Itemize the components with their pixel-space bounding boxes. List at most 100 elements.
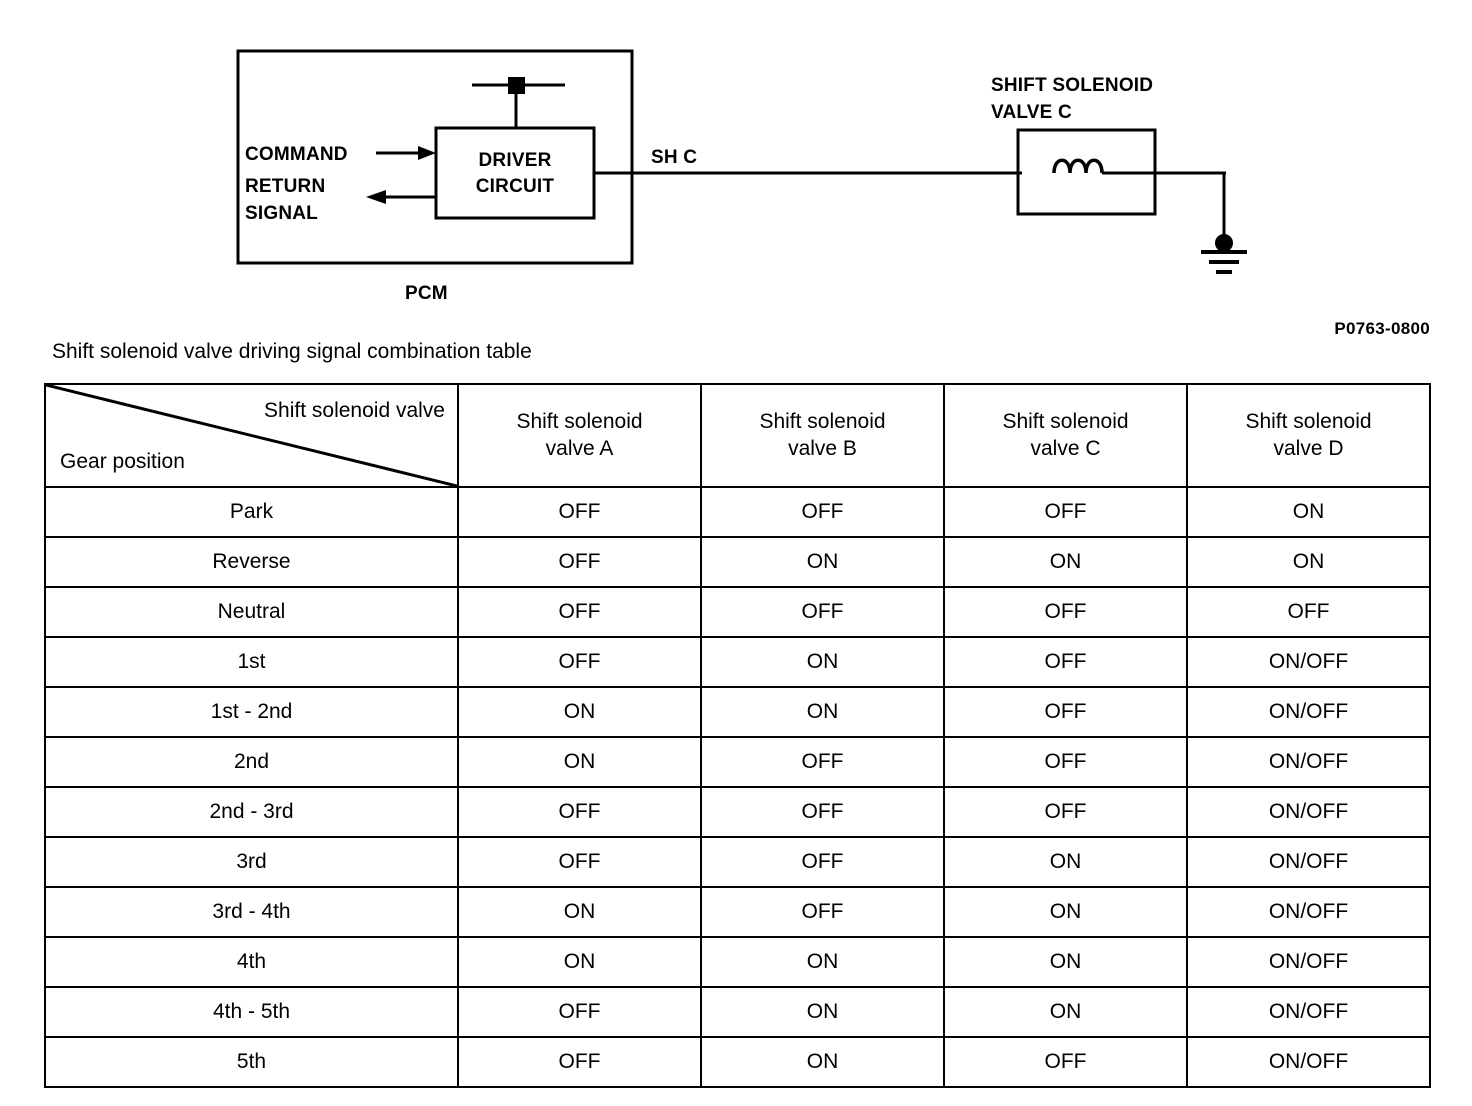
valve-b-cell: OFF — [700, 836, 945, 888]
valve-b-cell: ON — [700, 636, 945, 688]
corner-header-cell: Shift solenoid valve Gear position — [44, 383, 459, 488]
valve-d-cell: ON — [1186, 486, 1431, 538]
column-header-valve-a-line2: valve A — [545, 436, 614, 460]
gear-position-cell: 2nd - 3rd — [44, 786, 459, 838]
corner-diagonal-divider-icon — [46, 385, 457, 486]
valve-d-cell: ON/OFF — [1186, 836, 1431, 888]
valve-c-cell: OFF — [943, 636, 1188, 688]
valve-a-cell: OFF — [457, 986, 702, 1038]
sh-c-wire-label: SH C — [651, 147, 697, 168]
shift-solenoid-combination-table: Shift solenoid valve Gear position Shift… — [44, 383, 1431, 1088]
column-header-valve-d-line1: Shift solenoid — [1245, 410, 1372, 434]
valve-b-cell: OFF — [700, 886, 945, 938]
valve-c-cell: ON — [943, 986, 1188, 1038]
gear-position-cell: 4th — [44, 936, 459, 988]
valve-d-cell: OFF — [1186, 586, 1431, 638]
column-header-valve-a: Shift solenoid valve A — [457, 383, 702, 488]
valve-b-cell: ON — [700, 1036, 945, 1088]
valve-a-cell: ON — [457, 736, 702, 788]
valve-a-cell: OFF — [457, 486, 702, 538]
gear-position-cell: 1st - 2nd — [44, 686, 459, 738]
valve-d-cell: ON/OFF — [1186, 936, 1431, 988]
valve-c-cell: ON — [943, 886, 1188, 938]
gear-position-cell: 4th - 5th — [44, 986, 459, 1038]
table-caption: Shift solenoid valve driving signal comb… — [52, 340, 532, 363]
valve-d-cell: ON/OFF — [1186, 686, 1431, 738]
ground-node-dot-icon — [1215, 234, 1233, 252]
gear-position-cell: 5th — [44, 1036, 459, 1088]
gear-position-cell: 1st — [44, 636, 459, 688]
gear-position-cell: 2nd — [44, 736, 459, 788]
valve-d-cell: ON/OFF — [1186, 636, 1431, 688]
valve-c-cell: ON — [943, 836, 1188, 888]
valve-c-cell: OFF — [943, 786, 1188, 838]
valve-a-cell: OFF — [457, 1036, 702, 1088]
column-header-valve-d: Shift solenoid valve D — [1186, 383, 1431, 488]
valve-c-cell: OFF — [943, 1036, 1188, 1088]
driver-circuit-label-line2: CIRCUIT — [476, 176, 555, 197]
gear-position-cell: 3rd - 4th — [44, 886, 459, 938]
valve-c-cell: OFF — [943, 486, 1188, 538]
column-header-valve-c-line2: valve C — [1030, 436, 1101, 460]
valve-b-cell: ON — [700, 986, 945, 1038]
valve-b-cell: ON — [700, 686, 945, 738]
return-signal-label-line1: RETURN — [245, 176, 325, 197]
valve-d-cell: ON — [1186, 536, 1431, 588]
valve-c-cell: OFF — [943, 686, 1188, 738]
return-signal-arrowhead-icon — [366, 190, 386, 204]
gear-position-cell: 3rd — [44, 836, 459, 888]
valve-d-cell: ON/OFF — [1186, 736, 1431, 788]
valve-a-cell: OFF — [457, 636, 702, 688]
corner-bottom-label: Gear position — [60, 450, 185, 473]
valve-c-cell: OFF — [943, 736, 1188, 788]
column-header-valve-d-line2: valve D — [1273, 436, 1344, 460]
valve-b-cell: OFF — [700, 736, 945, 788]
valve-a-cell: OFF — [457, 536, 702, 588]
column-header-valve-b: Shift solenoid valve B — [700, 383, 945, 488]
valve-a-cell: OFF — [457, 586, 702, 638]
pcm-enclosure-box — [236, 49, 634, 265]
column-header-valve-b-line2: valve B — [788, 436, 857, 460]
valve-b-cell: OFF — [700, 786, 945, 838]
valve-c-cell: ON — [943, 536, 1188, 588]
command-label: COMMAND — [245, 144, 348, 165]
command-arrowhead-icon — [418, 146, 436, 160]
pcm-label: PCM — [405, 283, 448, 304]
table-header-row: Shift solenoid valve Gear position Shift… — [44, 383, 1431, 488]
valve-a-cell: ON — [457, 686, 702, 738]
valve-d-cell: ON/OFF — [1186, 1036, 1431, 1088]
column-header-valve-c: Shift solenoid valve C — [943, 383, 1188, 488]
valve-a-cell: ON — [457, 886, 702, 938]
gear-position-cell: Reverse — [44, 536, 459, 588]
circuit-schematic: COMMAND RETURN SIGNAL DRIVER CIRCUIT SH … — [236, 49, 1247, 304]
valve-d-cell: ON/OFF — [1186, 886, 1431, 938]
valve-d-cell: ON/OFF — [1186, 786, 1431, 838]
gear-position-cell: Park — [44, 486, 459, 538]
circuit-diagram: COMMAND RETURN SIGNAL DRIVER CIRCUIT SH … — [0, 0, 1472, 338]
column-header-valve-b-line1: Shift solenoid — [759, 410, 886, 434]
valve-a-cell: OFF — [457, 836, 702, 888]
gear-position-cell: Neutral — [44, 586, 459, 638]
reference-code: P0763-0800 — [1334, 319, 1430, 338]
valve-c-cell: OFF — [943, 586, 1188, 638]
column-header-valve-a-line1: Shift solenoid — [516, 410, 643, 434]
valve-b-cell: OFF — [700, 486, 945, 538]
corner-top-label: Shift solenoid valve — [264, 399, 445, 422]
valve-a-cell: ON — [457, 936, 702, 988]
return-signal-label-line2: SIGNAL — [245, 203, 318, 224]
driver-circuit-box — [434, 126, 596, 220]
valve-a-cell: OFF — [457, 786, 702, 838]
solenoid-coil-icon — [1052, 158, 1104, 174]
valve-d-cell: ON/OFF — [1186, 986, 1431, 1038]
driver-circuit-label-line1: DRIVER — [479, 150, 552, 171]
solenoid-valve-c-label-line2: VALVE C — [991, 102, 1072, 123]
